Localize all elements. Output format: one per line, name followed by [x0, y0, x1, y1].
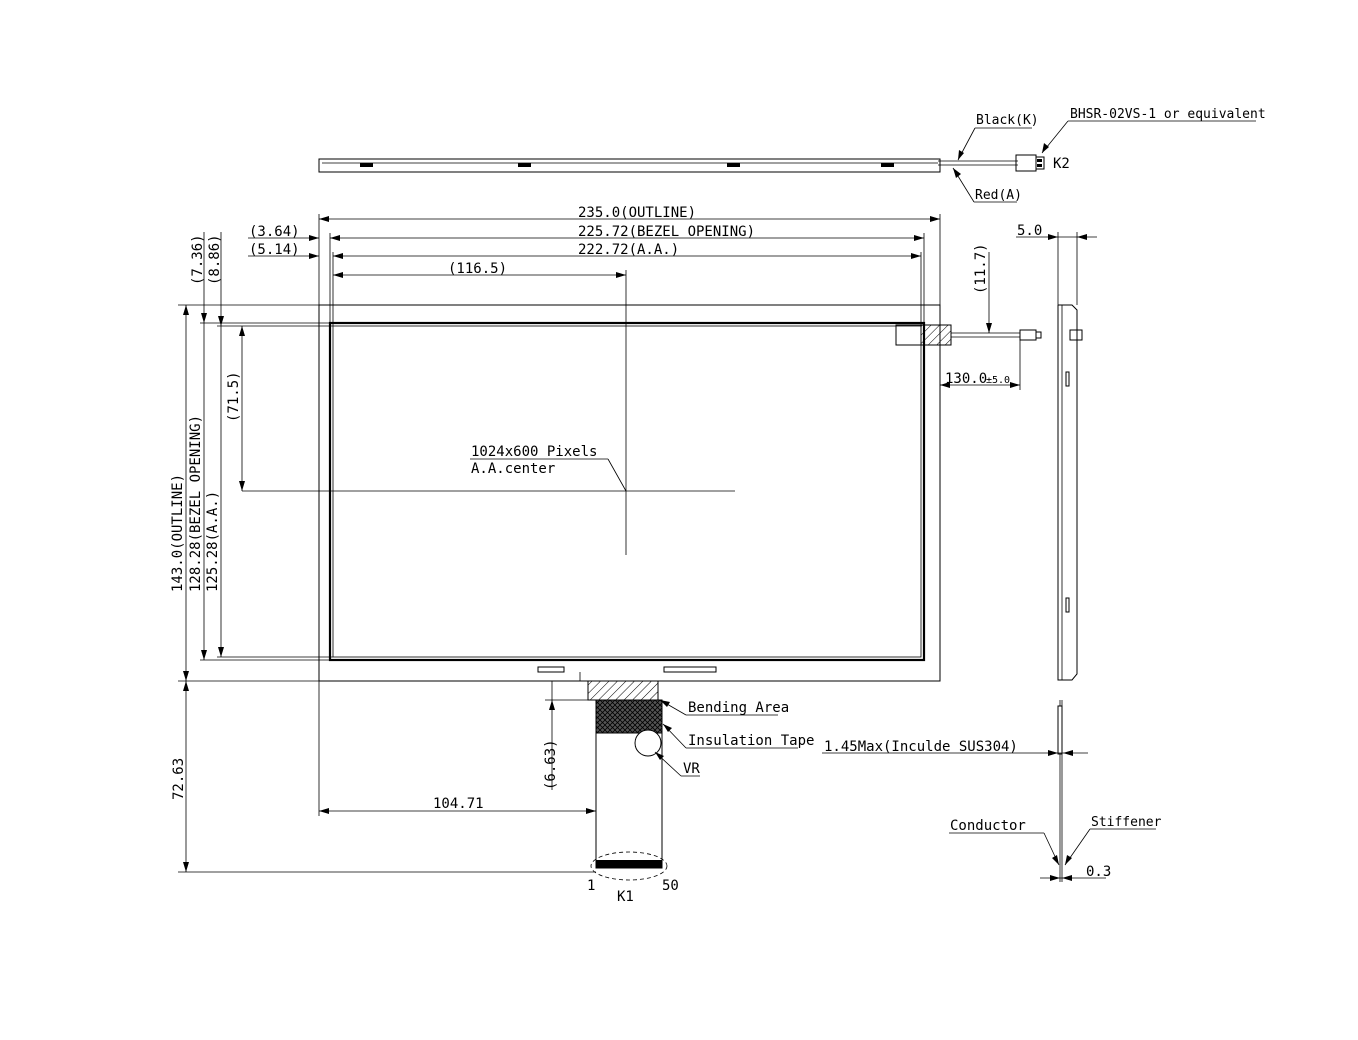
dim-left-offset-bezel: (3.64) — [249, 224, 300, 240]
insulation-tape-label: Insulation Tape — [688, 733, 814, 749]
dim-bezel-height: 128.28(BEZEL OPENING) — [188, 415, 204, 592]
dim-fpc-offset-x: 104.71 — [433, 796, 484, 812]
front-view: 1024x600 Pixels A.A.center 235.0(OUTLINE… — [170, 205, 1042, 682]
dim-cable-offset: (11.7) — [973, 243, 989, 294]
side-view: 5.0 1.45Max(Inculde SUS304) Conductor St… — [822, 223, 1162, 882]
connector-k2-part-label: BHSR-02VS-1 or equivalent — [1070, 107, 1266, 122]
bezel-opening — [328, 321, 926, 662]
dim-outline-height: 143.0(OUTLINE) — [170, 474, 186, 592]
wire-black-label: Black(K) — [976, 113, 1039, 128]
bending-area-label: Bending Area — [688, 700, 789, 716]
stiffener-label: Stiffener — [1091, 815, 1162, 830]
center-aa-label: A.A.center — [471, 461, 555, 477]
dim-aa-center-x: (116.5) — [448, 261, 507, 277]
vr-label: VR — [683, 761, 700, 777]
dim-max-thickness: 1.45Max(Inculde SUS304) — [824, 739, 1018, 755]
connector-k2-name: K2 — [1053, 156, 1070, 172]
bending-area — [587, 680, 659, 701]
dim-outline-width: 235.0(OUTLINE) — [578, 205, 696, 221]
dim-cable-tolerance: ±5.0 — [986, 375, 1010, 386]
active-area — [332, 325, 922, 658]
dim-fpc-total: 72.63 — [171, 758, 187, 800]
dim-cable-length: 130.0 — [945, 371, 987, 387]
insulation-tape — [595, 699, 663, 734]
dim-fpc-bend: (6.63) — [543, 739, 559, 790]
dim-stiffener-thickness: 0.3 — [1086, 864, 1111, 880]
dim-aa-width: 222.72(A.A.) — [578, 242, 679, 258]
dim-aa-center-y: (71.5) — [226, 371, 242, 422]
conductor-label: Conductor — [950, 818, 1026, 834]
wire-red-label: Red(A) — [975, 188, 1022, 203]
module-outline — [318, 304, 941, 682]
dim-bezel-width: 225.72(BEZEL OPENING) — [578, 224, 755, 240]
dim-top-offset-aa: (8.86) — [207, 234, 223, 285]
fpc-connector-name: K1 — [617, 889, 634, 905]
fpc-pin-first: 1 — [587, 878, 595, 894]
dim-thickness: 5.0 — [1017, 223, 1042, 239]
fpc-tail: 1 50 K1 Bending Area Insulation Tape VR … — [171, 672, 814, 905]
dim-top-offset-bezel: (7.36) — [190, 234, 206, 285]
dim-aa-height: 125.28(A.A.) — [205, 491, 221, 592]
dim-left-offset-aa: (5.14) — [249, 242, 300, 258]
fpc-pin-last: 50 — [662, 878, 679, 894]
center-pixels-label: 1024x600 Pixels — [471, 444, 597, 460]
vr-component — [634, 729, 662, 757]
top-edge-view: BHSR-02VS-1 or equivalent K2 Black(K) Re… — [318, 107, 1266, 203]
